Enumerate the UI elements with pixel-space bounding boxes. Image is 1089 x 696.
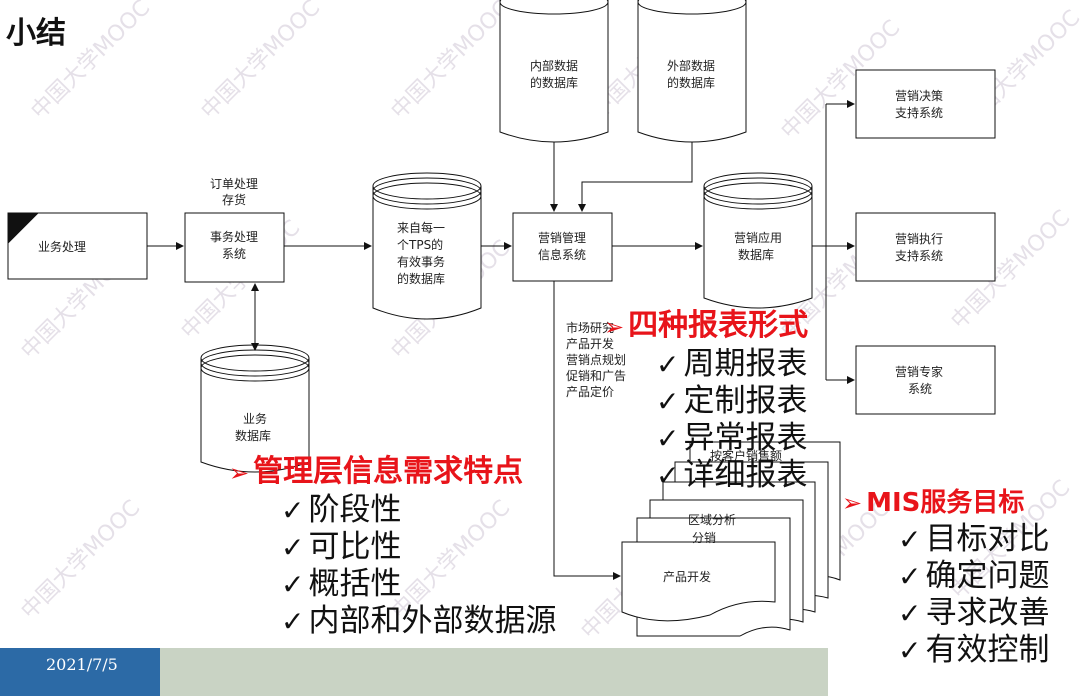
biz-db-cylinder: [200, 344, 310, 473]
tps-label: 系统: [222, 247, 246, 261]
tps-db-label: 个TPS的: [397, 237, 443, 252]
dss-label: 支持系统: [895, 105, 943, 120]
check-icon: ✓: [281, 568, 305, 601]
watermark-text: 中国大学MOOC: [17, 496, 146, 625]
exec-label: 营销执行: [895, 232, 943, 246]
app-db-cylinder: [703, 172, 813, 309]
side-label: 产品开发: [566, 336, 614, 351]
external-db-label: 的数据库: [667, 75, 715, 90]
check-icon: ✓: [898, 560, 922, 593]
internal-db-cylinder: [499, 0, 609, 143]
internal-db-label: 内部数据: [530, 58, 578, 73]
list-item: ✓寻求改善: [898, 595, 1050, 631]
arrow-bullet-icon: ➢: [604, 313, 625, 341]
stock-label: 存货: [222, 192, 246, 207]
report-forms-block: ➢四种报表形式 ✓周期报表 ✓定制报表 ✓异常报表 ✓详细报表: [604, 300, 808, 494]
arrow-bullet-icon: ➢: [229, 459, 250, 487]
arrow-external-to-mis: [578, 142, 693, 212]
check-icon: ✓: [656, 422, 680, 455]
check-icon: ✓: [898, 523, 922, 556]
external-db-label: 外部数据: [667, 58, 715, 73]
side-label: 产品定价: [566, 384, 614, 399]
tps-db-label: 有效事务: [397, 254, 445, 269]
order-label: 订单处理: [210, 177, 258, 191]
list-item: ✓异常报表: [656, 420, 808, 456]
exec-label: 支持系统: [895, 248, 943, 263]
mgmt-needs-block: ➢管理层信息需求特点 ✓阶段性 ✓可比性 ✓概括性 ✓内部和外部数据源: [229, 446, 556, 640]
check-icon: ✓: [898, 597, 922, 630]
report-label: 按客户销售额: [710, 448, 782, 463]
biz-process-label: 业务处理: [38, 239, 86, 254]
external-db-cylinder: [637, 0, 747, 143]
check-icon: ✓: [656, 459, 680, 492]
report-forms-heading: ➢四种报表形式: [604, 308, 809, 343]
app-db-label: 营销应用: [734, 230, 782, 245]
app-db-label: 数据库: [738, 247, 774, 262]
mis-goals-block: ➢MIS服务目标 ✓目标对比 ✓确定问题 ✓寻求改善 ✓有效控制: [842, 482, 1049, 669]
side-label: 促销和广告: [566, 369, 626, 383]
biz-process-box: [7, 212, 148, 280]
list-item: ✓详细报表: [656, 457, 808, 493]
watermark-text: 中国大学MOOC: [387, 0, 516, 124]
check-icon: ✓: [898, 634, 922, 667]
check-icon: ✓: [656, 385, 680, 418]
check-icon: ✓: [656, 348, 680, 381]
exec-box: [855, 212, 996, 282]
check-icon: ✓: [281, 531, 305, 564]
expert-label: 系统: [908, 382, 932, 396]
side-label: 市场研究: [566, 320, 614, 335]
tps-db-label: 来自每一: [397, 220, 445, 235]
internal-db-label: 的数据库: [530, 75, 578, 90]
tps-db-cylinder: [372, 172, 482, 320]
tps-box: [184, 212, 285, 283]
check-icon: ✓: [281, 494, 305, 527]
list-item: ✓内部和外部数据源: [281, 603, 557, 639]
mis-label: 信息系统: [538, 247, 586, 262]
side-label: 营销点规划: [566, 352, 626, 367]
tps-label: 事务处理: [210, 229, 258, 244]
watermark-text: 中国大学MOOC: [197, 0, 326, 124]
mis-box: [512, 212, 613, 282]
mis-goals-heading: ➢MIS服务目标: [842, 488, 1025, 518]
arrow-bullet-icon: ➢: [842, 489, 863, 517]
list-item: ✓可比性: [281, 529, 402, 565]
list-item: ✓定制报表: [656, 383, 808, 419]
list-item: ✓确定问题: [898, 558, 1050, 594]
page-title: 小结: [6, 16, 66, 51]
expert-label: 营销专家: [895, 364, 943, 379]
biz-db-label: 业务: [243, 411, 267, 426]
list-item: ✓阶段性: [281, 492, 402, 528]
dss-box: [855, 69, 996, 139]
mis-label: 营销管理: [538, 230, 586, 245]
report-stack: [621, 441, 841, 637]
arrow-mis-to-reports: [553, 281, 621, 580]
report-label: 分销: [692, 531, 716, 545]
list-item: ✓概括性: [281, 566, 402, 602]
footer-date: 2021/7/5: [0, 648, 160, 696]
expert-box: [855, 345, 996, 415]
biz-db-label: 数据库: [235, 428, 271, 443]
dss-label: 营销决策: [895, 89, 943, 103]
check-icon: ✓: [281, 605, 305, 638]
corner-marker: [7, 212, 40, 245]
report-label: 区域分析: [688, 513, 736, 527]
list-item: ✓有效控制: [898, 632, 1050, 668]
mgmt-needs-heading: ➢管理层信息需求特点: [229, 454, 524, 489]
tps-db-label: 的数据库: [397, 271, 445, 286]
report-label: 产品开发: [663, 569, 711, 584]
list-item: ✓周期报表: [656, 346, 808, 382]
list-item: ✓目标对比: [898, 521, 1050, 557]
